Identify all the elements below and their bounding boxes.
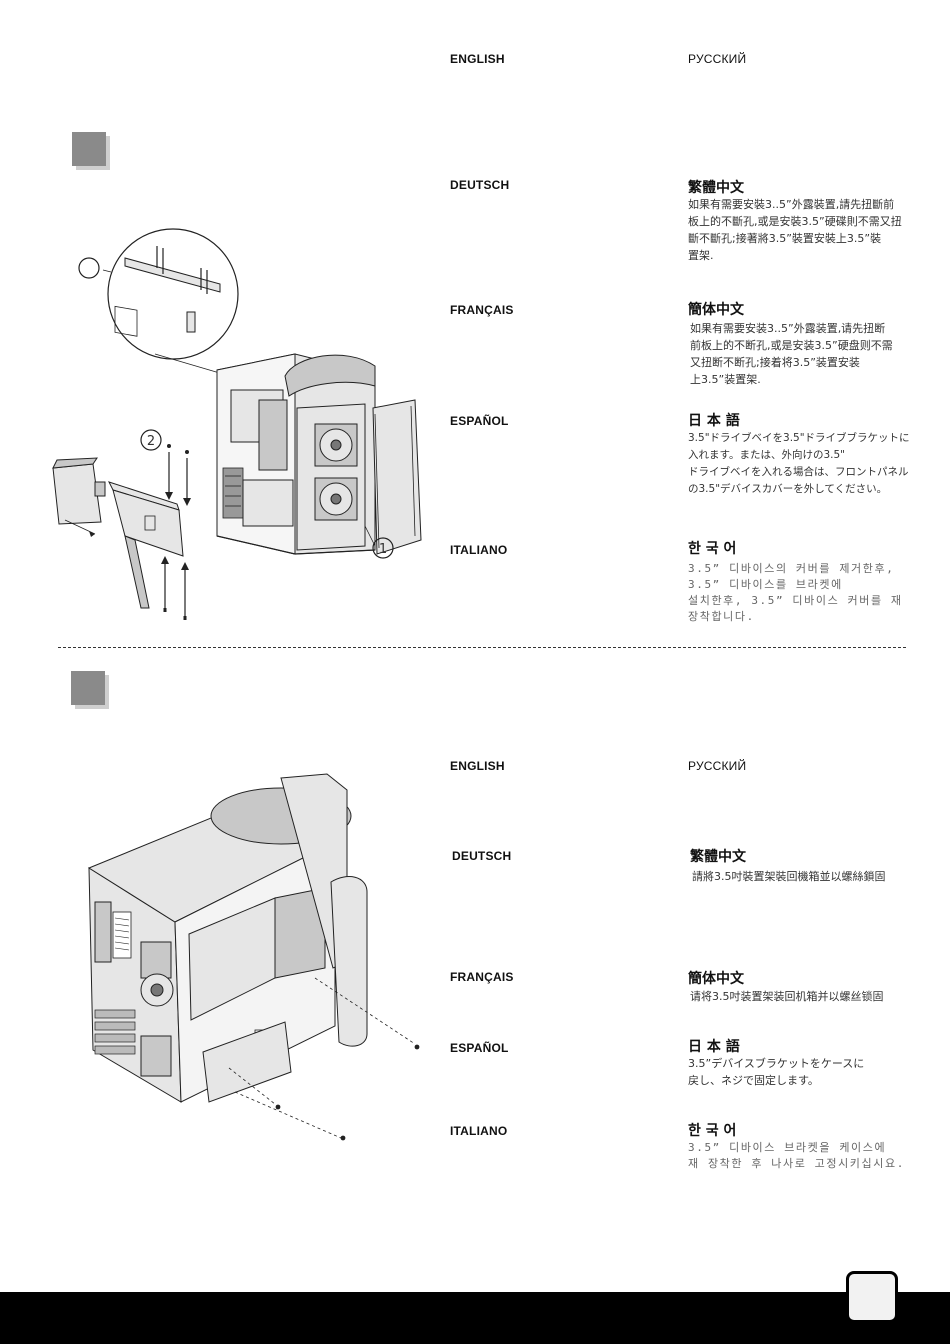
- case-step2: [87, 773, 420, 1141]
- step1-lang-francais: FRANÇAIS: [450, 303, 514, 317]
- step1-lang-italiano: ITALIANO: [450, 543, 508, 557]
- step-2-illustration: [87, 773, 420, 1141]
- page-number-box: [846, 1271, 898, 1323]
- callout-2-circle: [140, 429, 162, 451]
- step1-lang-deutsch: DEUTSCH: [450, 178, 510, 192]
- callout-1-circle: [372, 537, 394, 559]
- step-1-illustration: 1 2: [52, 228, 422, 620]
- step1-lang-english: ENGLISH: [450, 52, 505, 66]
- callout-1-label: 1: [379, 542, 387, 557]
- step2-korean-body: 3.5” 디바이스 브라켓을 케이스에 재 장착한 후 나사로 고정시키십시요.: [688, 1141, 905, 1170]
- step1-korean-heading: 한 국 어: [688, 541, 737, 557]
- detail-magnifier: [78, 228, 239, 375]
- step2-korean-heading: 한 국 어: [688, 1123, 737, 1139]
- step1-trad-chinese-body: 如果有需要安裝3..5”外露裝置,請先扭斷前 板上的不斷孔,或是安裝3.5”硬碟…: [688, 198, 902, 262]
- step2-japanese-body: 3.5”デバイスブラケットをケースに 戻し、ネジで固定します。: [688, 1057, 865, 1087]
- step-1-badge: [72, 132, 106, 166]
- step2-japanese-heading: 日 本 語: [688, 1039, 740, 1055]
- step2-lang-italiano: ITALIANO: [450, 1124, 508, 1138]
- callout-2-label: 2: [147, 434, 155, 449]
- step1-japanese-heading: 日 本 語: [688, 413, 740, 429]
- section-divider: [58, 647, 906, 648]
- step2-lang-espanol: ESPAÑOL: [450, 1041, 509, 1055]
- step2-trad-chinese-heading: 繁體中文: [690, 849, 746, 865]
- step2-simp-chinese-heading: 簡体中文: [688, 971, 744, 987]
- step1-lang-russian: РУССКИЙ: [688, 52, 747, 66]
- detail-marker-circle: [78, 257, 100, 279]
- step1-korean-body: 3.5” 디바이스의 커버를 제거한후, 3.5” 디바이스를 브라켓에 설치한…: [688, 562, 903, 623]
- step1-lang-espanol: ESPAÑOL: [450, 414, 509, 428]
- step-2-badge: [71, 671, 105, 705]
- footer-bar: [0, 1292, 950, 1344]
- step1-trad-chinese-heading: 繁體中文: [688, 180, 744, 196]
- step2-lang-francais: FRANÇAIS: [450, 970, 514, 984]
- step2-lang-english: ENGLISH: [450, 759, 505, 773]
- step2-trad-chinese-body: 請將3.5吋裝置架裝回機箱並以螺絲鎖固: [692, 870, 886, 883]
- step2-lang-russian: РУССКИЙ: [688, 759, 747, 773]
- step1-simp-chinese-body: 如果有需要安装3..5”外露装置,请先扭断 前板上的不断孔,或是安装3.5”硬盘…: [690, 322, 893, 386]
- step1-japanese-body: 3.5"ドライブベイを3.5"ドライブブラケットに 入れます。または、外向けの3…: [688, 432, 910, 495]
- step1-simp-chinese-heading: 簡体中文: [688, 302, 744, 318]
- step2-lang-deutsch: DEUTSCH: [452, 849, 512, 863]
- drive-and-bracket: 2: [52, 429, 191, 620]
- step2-simp-chinese-body: 请将3.5吋装置架装回机箱并以螺丝锁固: [690, 990, 884, 1003]
- case-step1: 1: [216, 353, 422, 559]
